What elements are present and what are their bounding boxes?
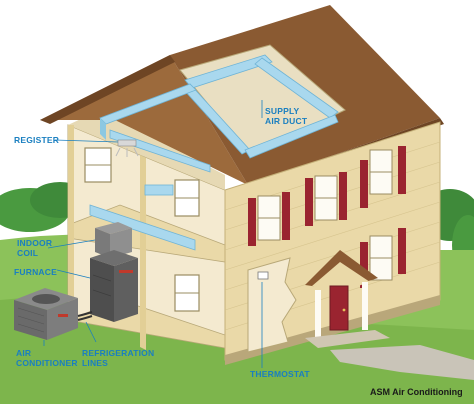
- label-thermostat: THERMOSTAT: [250, 369, 310, 379]
- lower-windows: [360, 228, 406, 288]
- label-register: REGISTER: [14, 135, 59, 145]
- refrigeration-lines: [77, 311, 93, 321]
- label-refrigeration-lines-line2: LINES: [82, 358, 108, 368]
- furnace-icon: [90, 250, 138, 322]
- label-indoor-coil-line2: COIL: [17, 248, 38, 258]
- leader-lines: [43, 100, 263, 368]
- label-furnace: FURNACE: [14, 267, 57, 277]
- label-indoor-coil-line1: INDOOR: [17, 238, 52, 248]
- air-conditioner-icon: [14, 288, 78, 340]
- label-supply-air-duct-line1: SUPPLY: [265, 106, 300, 116]
- upper-windows: [248, 146, 406, 246]
- credit-text: ASM Air Conditioning: [370, 387, 463, 397]
- thermostat-icon: [257, 271, 269, 280]
- front-door-porch: [305, 250, 390, 348]
- register-vent-icon: [115, 139, 139, 157]
- label-air-conditioner-line2: CONDITIONER: [16, 358, 78, 368]
- label-supply-air-duct-line2: AIR DUCT: [265, 116, 308, 126]
- supply-air-duct: [99, 54, 339, 159]
- label-air-conditioner-line1: AIR: [16, 348, 31, 358]
- label-refrigeration-lines-line1: REFRIGERATION: [82, 348, 154, 358]
- thermostat-cutaway: [247, 257, 297, 353]
